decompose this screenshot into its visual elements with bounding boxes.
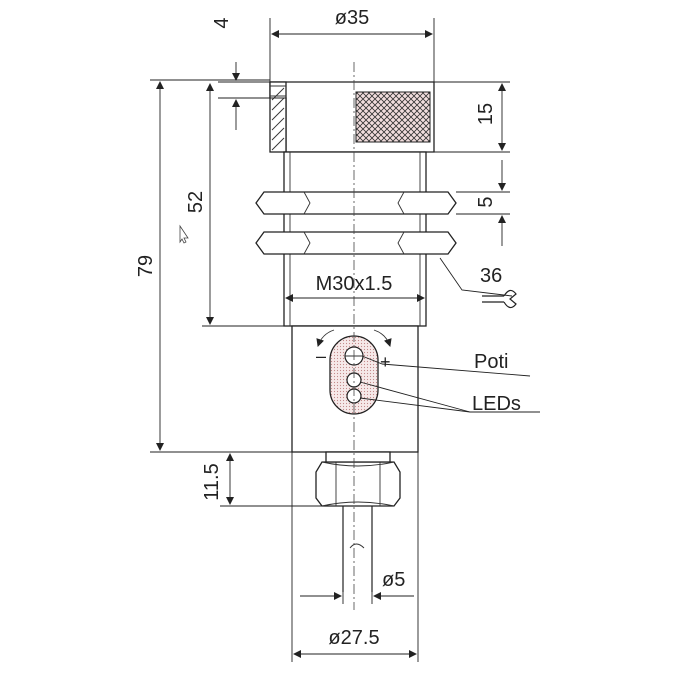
label-plus: +	[380, 352, 391, 372]
label-overall-length: 79	[135, 255, 157, 277]
dim-knurl-height: 15	[426, 81, 510, 153]
dim-top-lip: 4	[211, 17, 286, 130]
rotation-arrows-icon	[316, 329, 392, 347]
dim-nut-height: 5	[456, 160, 510, 246]
dim-thread-spec: M30x1.5	[285, 273, 425, 302]
dim-overall-length: 79	[135, 79, 292, 453]
mouse-cursor-icon	[179, 224, 189, 244]
label-cable-diameter: ø5	[382, 569, 405, 591]
callout-poti: Poti	[361, 351, 531, 377]
label-diameter-top: ø35	[335, 7, 369, 29]
dim-wrench-size: 36	[439, 257, 517, 309]
callout-leds: LEDs	[359, 381, 540, 415]
top-cap-lip	[269, 81, 287, 153]
cable	[342, 506, 373, 592]
wrench-icon	[482, 289, 517, 309]
label-leds: LEDs	[472, 393, 521, 415]
dim-thread-length: 52	[185, 83, 284, 327]
dim-diameter-top: ø35	[269, 7, 435, 82]
dim-cable-diameter: ø5	[300, 569, 414, 604]
connector-nut	[315, 451, 401, 507]
sensor-body	[255, 81, 457, 592]
lock-nut-lower	[255, 231, 457, 255]
dim-connector-height: 11.5	[201, 451, 322, 507]
label-body-diameter: ø27.5	[328, 627, 379, 649]
lock-nut-upper	[255, 191, 457, 215]
label-thread-length: 52	[185, 191, 207, 213]
label-wrench-size: 36	[480, 265, 502, 287]
dim-body-diameter: ø27.5	[291, 452, 419, 662]
knurled-cap	[355, 91, 431, 143]
label-connector-height: 11.5	[201, 463, 223, 500]
label-poti: Poti	[474, 351, 508, 373]
label-knurl-height: 15	[475, 103, 497, 125]
label-nut-height: 5	[475, 196, 497, 207]
label-top-lip: 4	[211, 17, 233, 28]
label-thread-spec: M30x1.5	[316, 273, 393, 295]
label-minus: –	[316, 346, 326, 366]
